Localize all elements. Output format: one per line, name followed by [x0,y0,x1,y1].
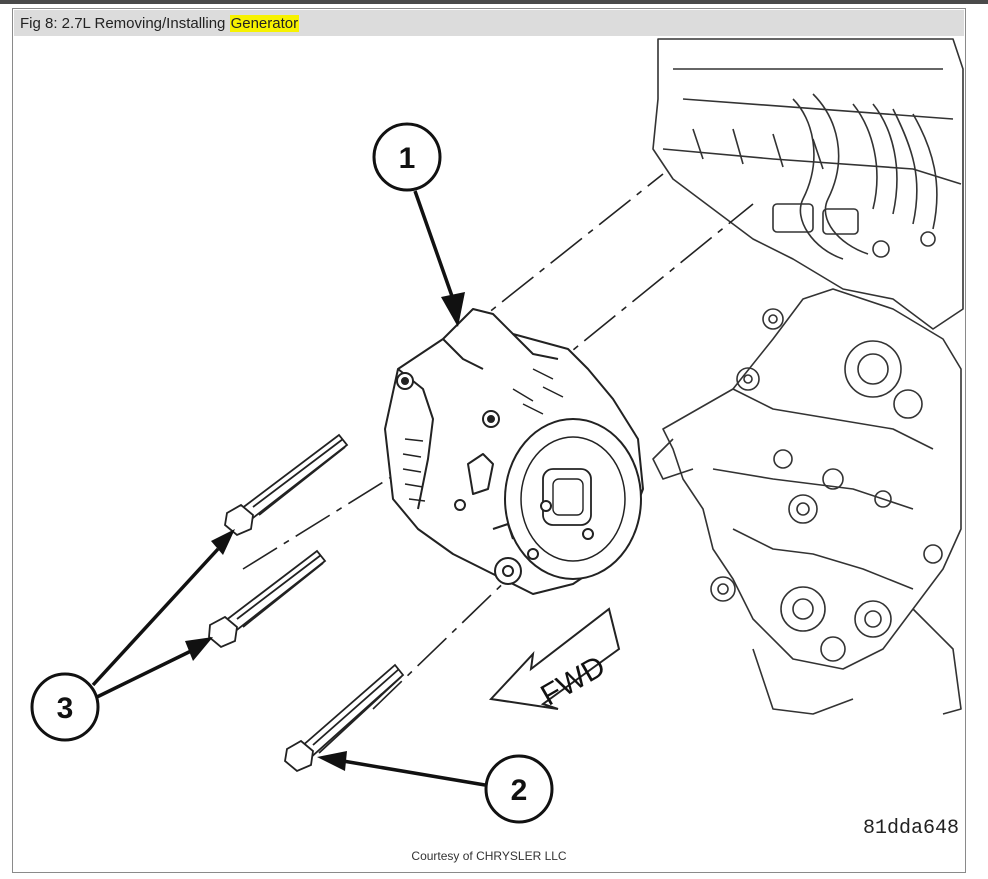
callout-3-label: 3 [57,692,74,725]
caption-highlight: Generator [229,15,300,32]
bolt-upper [224,433,349,537]
callout-1-label: 1 [399,142,416,175]
bolt-lower [284,663,405,773]
figure-caption: Fig 8: 2.7L Removing/Installing Generato… [20,15,300,32]
callout-1: 1 [372,122,465,327]
generator-illustration: FWD 1 3 2 [30,38,964,824]
caption-prefix: Fig 8: 2.7L Removing/Installing [20,15,226,32]
fwd-direction-arrow: FWD [488,607,621,712]
callout-2-label: 2 [511,774,528,807]
bolt-middle [208,549,327,649]
generator-body [384,308,644,595]
courtesy-credit: Courtesy of CHRYSLER LLC [411,849,567,863]
callout-2: 2 [317,751,554,824]
window-top-border [0,0,988,4]
figure-caption-bar: Fig 8: 2.7L Removing/Installing Generato… [14,10,964,36]
callout-3: 3 [30,529,235,742]
figure-frame: Fig 8: 2.7L Removing/Installing Generato… [12,8,966,873]
figure-reference-code: 81dda648 [862,817,959,840]
engine-block [652,38,964,715]
